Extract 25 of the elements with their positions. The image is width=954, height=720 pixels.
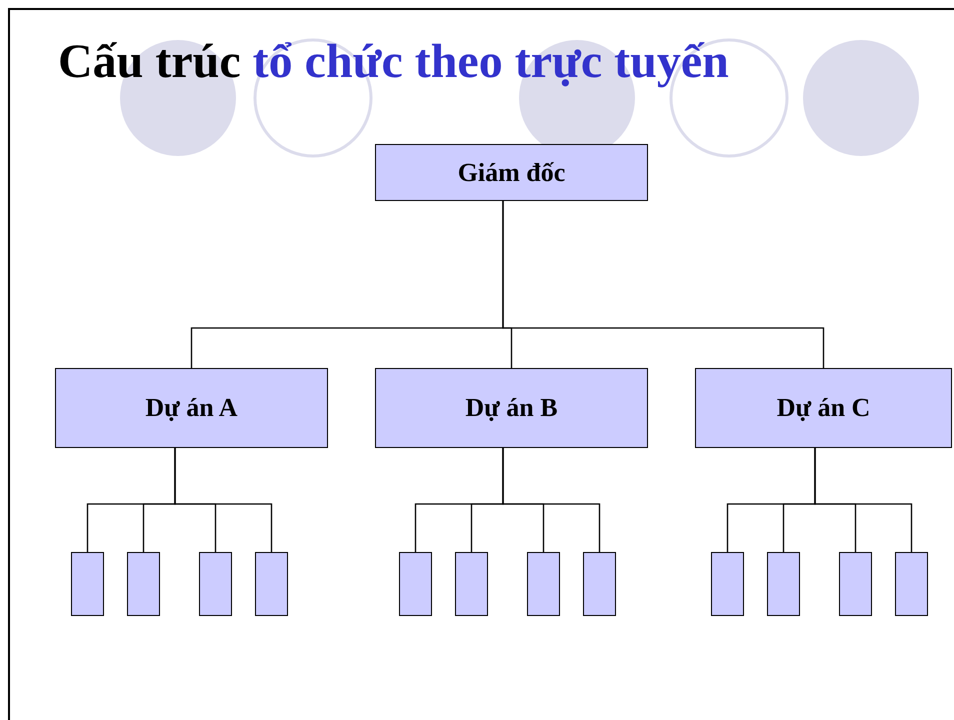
box-label: Dự án B: [465, 393, 558, 423]
empty-box: [71, 552, 104, 616]
connector-line: [502, 448, 600, 552]
box-label: Giám đốc: [458, 158, 566, 188]
empty-box: [767, 552, 800, 616]
box-label: Dự án A: [145, 393, 238, 423]
connector-line: [174, 448, 272, 552]
empty-box: [455, 552, 488, 616]
empty-box: [839, 552, 872, 616]
org-box: [375, 368, 648, 448]
empty-box: [895, 552, 928, 616]
box-label: Dự án C: [776, 393, 870, 423]
empty-box: [127, 552, 160, 616]
empty-box: [255, 552, 288, 616]
title: Cấu trúc tổ chức theo trực tuyến: [58, 34, 729, 89]
empty-box: [711, 552, 744, 616]
empty-box: [199, 552, 232, 616]
org-box: [375, 144, 648, 201]
org-box: [695, 368, 952, 448]
empty-box: [583, 552, 616, 616]
connector-line: [502, 201, 824, 368]
org-box: [55, 368, 328, 448]
connector-line: [814, 448, 912, 552]
empty-box: [527, 552, 560, 616]
empty-box: [399, 552, 432, 616]
